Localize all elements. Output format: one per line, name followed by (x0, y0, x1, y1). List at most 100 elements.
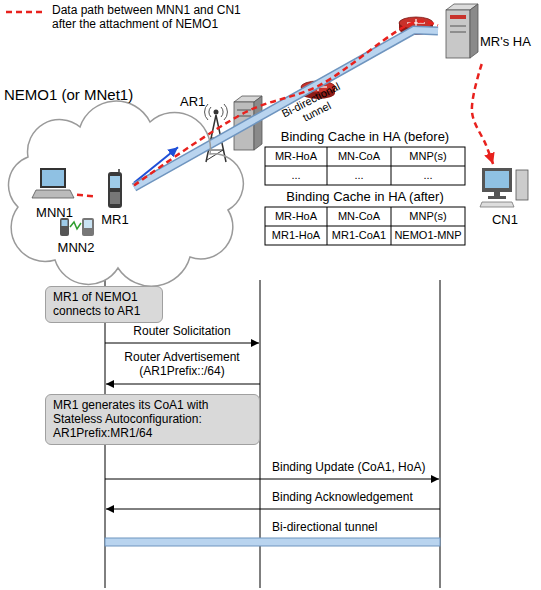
network-cloud: NEMO1 (or MNet1) MNN1 MR1MNN2 (0, 82, 240, 274)
pda-body (82, 218, 94, 236)
table-grid (265, 147, 465, 185)
data-path (472, 64, 493, 164)
box-text: MR1 of NEMO1 connects to AR1 (53, 290, 155, 318)
tunnel-band (134, 30, 438, 187)
table-cell: MR-HoA (265, 207, 327, 226)
table-cell: MR-HoA (265, 207, 327, 226)
box-text: MR1 generates its CoA1 with Stateless Au… (53, 398, 252, 440)
computer-tower (516, 170, 528, 200)
message-label: Bi-directional tunnel (272, 520, 437, 534)
cloud-outline (0, 82, 240, 274)
table-cell: MNP(s) (391, 147, 465, 166)
wireless-link (70, 222, 81, 229)
table-cell: MR-HoA (265, 147, 327, 166)
server-slot (237, 110, 251, 111)
laptop-node: MNN1 (32, 165, 77, 221)
table-grid (327, 207, 328, 245)
monitor (482, 168, 512, 192)
data-path (134, 22, 438, 186)
table-cell: MNP(s) (391, 207, 465, 226)
table-cell: MN-CoA (327, 207, 391, 226)
table-cell: MR1-CoA1 (327, 226, 391, 245)
table-cell: MN-CoA (327, 147, 391, 166)
message-label: Binding Update (CoA1, HoA) (272, 460, 437, 474)
process-box: MR1 generates its CoA1 with Stateless Au… (45, 394, 260, 445)
home-agent-node: MR's HA (438, 2, 538, 64)
table-cell: NEMO1-MNP (391, 226, 465, 245)
phone-antenna (118, 169, 120, 172)
antenna-tip (214, 110, 219, 115)
message-arrow (106, 509, 440, 510)
message-label: Router Advertisement (AR1Prefix::/64) (117, 350, 247, 378)
host-node: CN1 (476, 164, 534, 228)
table-grid (265, 207, 465, 245)
server-slot (450, 26, 466, 27)
signal-wave (224, 104, 227, 120)
server-detail (450, 15, 466, 19)
message-label: Router Solicitation (117, 324, 247, 338)
laptop-base (32, 190, 74, 198)
table-cell: ... (327, 166, 391, 185)
tunnel-bar (105, 538, 440, 546)
node-label: MNN2 (58, 240, 95, 255)
message-label: Binding Acknowledgement (272, 490, 437, 504)
monitor-stand (488, 196, 506, 199)
monitor-stand (494, 192, 500, 196)
server-side (470, 4, 478, 58)
legend-entry: Data path between MNN1 and CN1 after the… (52, 3, 252, 31)
table-title: Binding Cache in HA (after) (255, 189, 475, 204)
message-arrow (105, 479, 439, 480)
message-label: Router Advertisement (AR1Prefix::/64) (117, 350, 247, 378)
table-cell: ... (265, 166, 327, 185)
table-title: Binding Cache in HA (after) (255, 189, 475, 204)
message-label: Router Solicitation (117, 324, 247, 338)
cloud-outline (9, 101, 244, 286)
table-cell: MR1-HoA (265, 226, 327, 245)
table-grid (327, 147, 328, 185)
legend-text: Data path between MNN1 and CN1 after the… (52, 3, 252, 31)
node-label: MR's HA (480, 34, 531, 49)
signal-wave (221, 107, 223, 117)
phone-body (108, 172, 122, 208)
data-path (472, 64, 493, 164)
tunnel-band (134, 30, 438, 187)
process-box: MR1 of NEMO1 connects to AR1 (45, 286, 163, 323)
server-slot (450, 32, 466, 33)
table-title: Binding Cache in HA (before) (255, 129, 475, 144)
table-cell: MR1-CoA1 (327, 226, 391, 245)
table-cell: MR1-HoA (265, 226, 327, 245)
data-path (77, 195, 96, 197)
table-cell: NEMO1-MNP (391, 226, 465, 245)
node-label: MR1 (101, 212, 128, 227)
table-cell: MN-CoA (327, 207, 391, 226)
message-arrow (106, 384, 260, 385)
node-label: AR1 (180, 94, 205, 109)
message-label: Binding Update (CoA1, HoA) (272, 460, 437, 474)
signal-wave (209, 107, 211, 117)
node-label: NEMO1 (or MNet1) (4, 86, 133, 104)
access-router-node: AR1 (178, 92, 226, 164)
table-title: Binding Cache in HA (before) (255, 129, 475, 144)
monitor-screen (485, 171, 509, 188)
phone-screen (110, 176, 120, 188)
phone-keypad (110, 192, 120, 204)
table-cell: MR-HoA (265, 147, 327, 166)
table-grid (265, 166, 465, 167)
node-label: CN1 (492, 212, 518, 227)
table-cell: ... (391, 166, 465, 185)
mobile-router-node: MR1 (96, 168, 134, 228)
message-label: Binding Acknowledgement (272, 490, 437, 504)
message-arrow (105, 343, 259, 344)
table-cell: ... (265, 166, 327, 185)
table-cell: ... (391, 166, 465, 185)
laptop-screen (40, 168, 66, 188)
pda-screen (84, 220, 92, 228)
data-path (77, 195, 96, 197)
laptop-display (42, 170, 64, 186)
node-label: MNN1 (36, 205, 73, 220)
phone-body (60, 218, 69, 236)
message-label: Bi-directional tunnel (272, 520, 437, 534)
phone-screen (62, 220, 68, 226)
table-grid (391, 147, 392, 185)
